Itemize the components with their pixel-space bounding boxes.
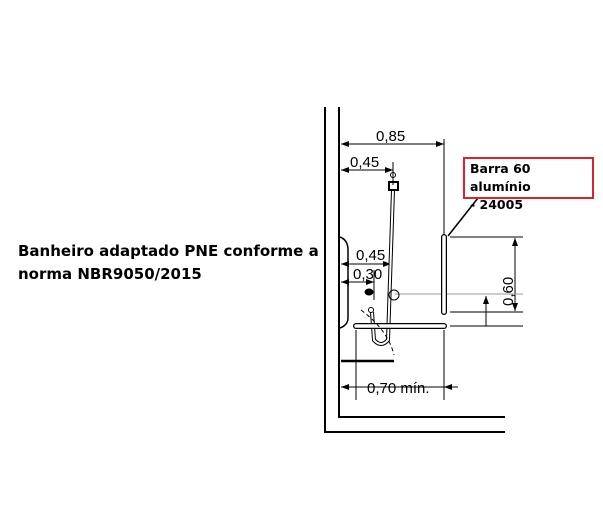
- dimension-lines: [341, 139, 523, 400]
- diagram-caption: Banheiro adaptado PNE conforme a norma N…: [18, 240, 319, 286]
- dim-045-top-label: 0,45: [350, 154, 379, 171]
- callout-line-2: - 24005: [470, 197, 524, 212]
- dim-085-label: 0,85: [376, 128, 405, 145]
- dim-030-label: 0,30: [353, 266, 382, 283]
- grab-bar-callout: Barra 60 alumínio - 24005: [463, 157, 594, 212]
- callout-line-1: Barra 60 alumínio: [470, 161, 531, 194]
- caption-line-1: Banheiro adaptado PNE conforme a: [18, 242, 319, 260]
- dim-060-label: 0,60: [500, 277, 517, 306]
- dim-045-mid-label: 0,45: [356, 247, 385, 264]
- walls: [324, 107, 505, 433]
- fixtures: [339, 172, 447, 363]
- dim-070-label: 0,70 mín.: [367, 380, 430, 397]
- caption-line-2: norma NBR9050/2015: [18, 265, 202, 283]
